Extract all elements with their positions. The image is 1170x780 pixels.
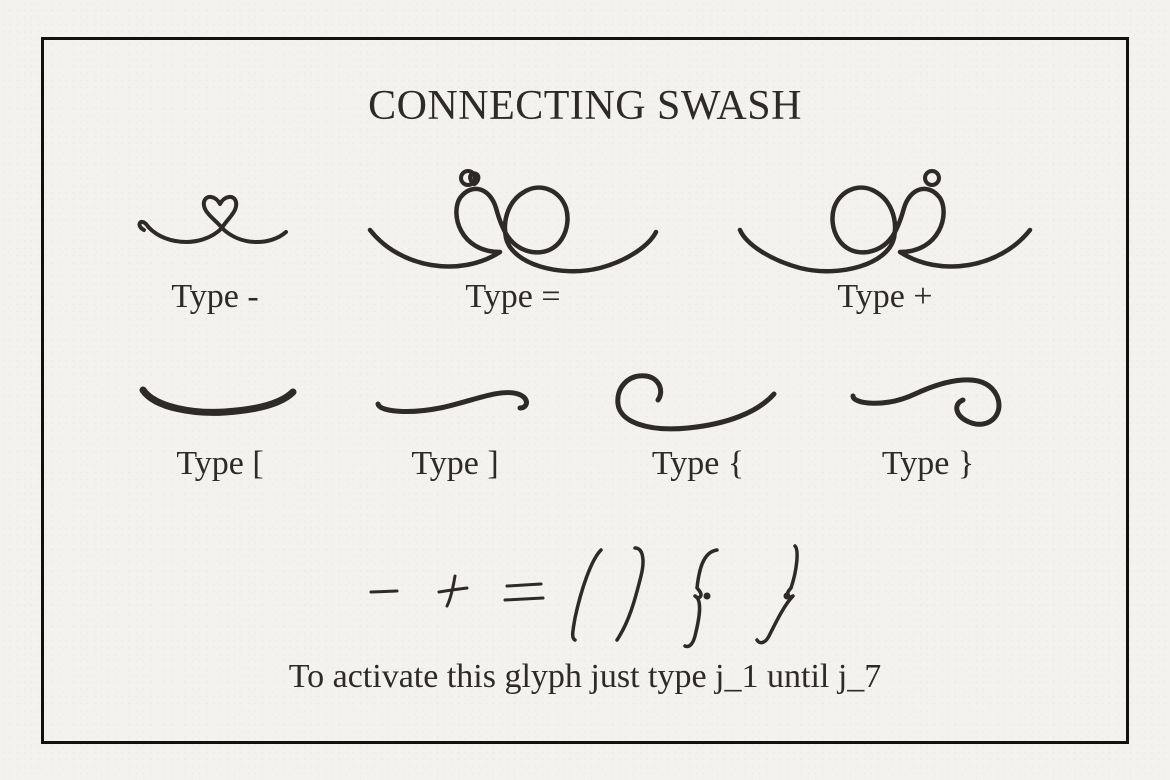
swash-label-plus: Type + [837, 278, 933, 315]
border-frame [41, 37, 1129, 744]
page-title: CONNECTING SWASH [368, 83, 802, 129]
brace-left-glyph-icon [683, 548, 719, 649]
instructions-text: To activate this glyph just type j_1 unt… [288, 658, 882, 695]
hyphen-glyph-icon [369, 589, 399, 594]
swash-label-equals: Type = [465, 278, 561, 315]
swash-label-left-brace: Type { [651, 445, 745, 482]
heart-swash-icon [137, 195, 288, 245]
left-curl-swash-icon [615, 373, 777, 432]
paren-left-glyph-icon [570, 548, 603, 642]
swash-label-right-brace: Type } [881, 445, 975, 482]
double-loop-swash-right-icon [737, 169, 1033, 274]
wave-swash-icon [375, 390, 529, 414]
swash-label-left-bracket: Type [ [176, 445, 264, 482]
swash-label-hyphen: Type - [171, 278, 259, 315]
equals-glyph-icon [503, 582, 545, 602]
right-curl-swash-icon [850, 377, 1002, 427]
curve-swash-icon [139, 386, 297, 416]
handwritten-glyphs-icon [369, 544, 799, 649]
paren-right-glyph-icon [615, 546, 645, 642]
double-loop-swash-left-icon [367, 169, 659, 274]
swash-label-right-bracket: Type ] [411, 445, 499, 482]
plus-glyph-icon [437, 574, 469, 608]
brace-right-glyph-icon [755, 544, 799, 645]
